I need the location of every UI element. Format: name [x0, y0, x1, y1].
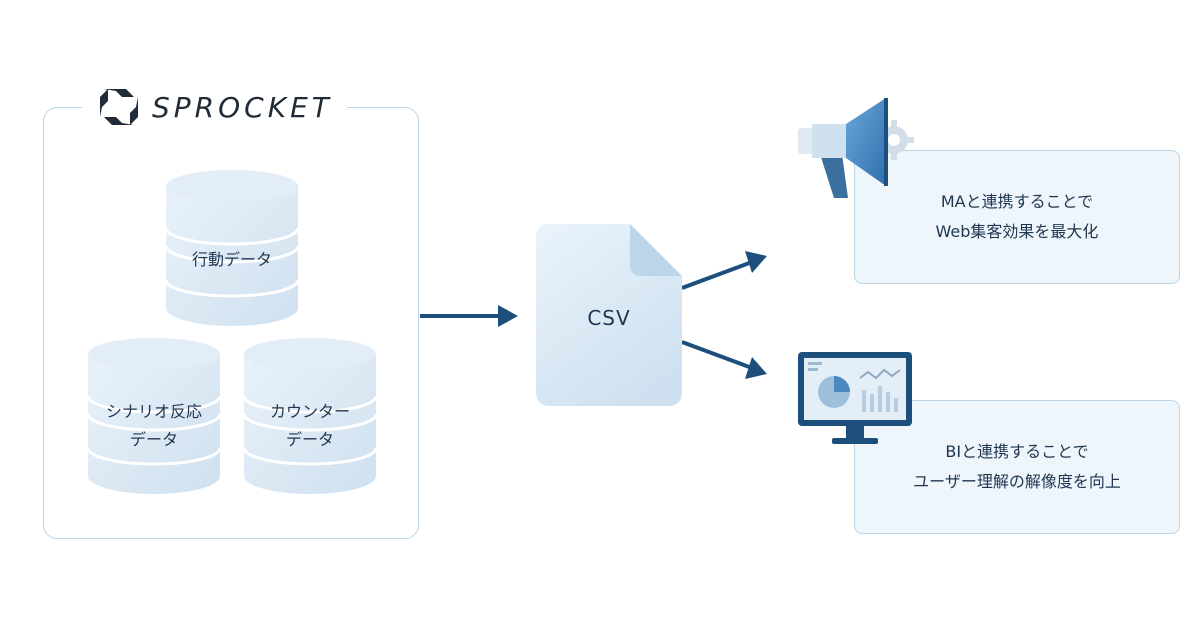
- arrow-csv-to-ma: [681, 251, 767, 290]
- database-icon: [164, 170, 300, 326]
- arrow-source-to-csv: [420, 305, 518, 327]
- result-line: MAと連携することで: [940, 192, 1094, 211]
- database-icon: [86, 338, 222, 494]
- megaphone-icon: [798, 98, 914, 198]
- file-icon: [536, 224, 682, 406]
- database-label-line: データ: [285, 430, 334, 449]
- csv-file: CSV: [536, 224, 682, 406]
- result-line: ユーザー理解の解像度を向上: [913, 472, 1121, 491]
- database-label-line: シナリオ反応: [105, 402, 202, 421]
- database-counter: カウンター データ: [242, 336, 378, 496]
- database-icon: [242, 338, 378, 494]
- brand-name: SPROCKET: [152, 90, 333, 124]
- result-line: Web集客効果を最大化: [935, 222, 1099, 241]
- database-label-line: 行動データ: [191, 250, 272, 269]
- database-label-line: カウンター: [269, 402, 350, 421]
- ma-result-box: MAと連携することで Web集客効果を最大化: [854, 150, 1180, 284]
- arrow-csv-to-bi: [681, 340, 767, 379]
- monitor-chart-icon: [798, 352, 912, 444]
- csv-label: CSV: [587, 306, 631, 330]
- sprocket-logo: SPROCKET: [82, 82, 347, 132]
- sprocket-logo-icon: [100, 89, 138, 125]
- database-behavior: 行動データ: [164, 168, 300, 328]
- result-line: BIと連携することで: [945, 442, 1089, 461]
- database-scenario: シナリオ反応 データ: [86, 336, 222, 496]
- database-label-line: データ: [129, 430, 178, 449]
